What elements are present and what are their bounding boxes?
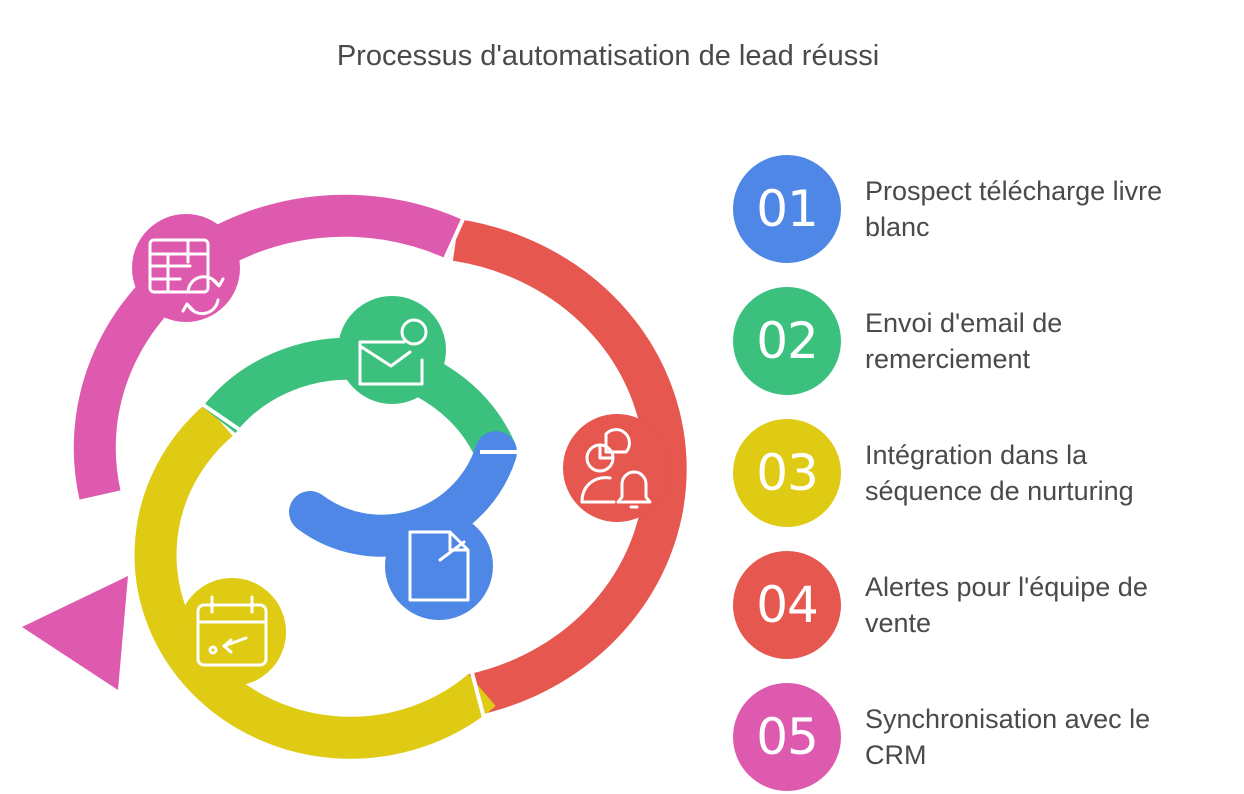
step-04: 04 Alertes pour l'équipe de vente: [733, 550, 1233, 660]
step-number-03: 03: [733, 419, 841, 527]
spiral-arrowhead: [22, 576, 128, 690]
step-label-05: Synchronisation avec le CRM: [865, 704, 1151, 770]
step-01: 01 Prospect télécharge livre blanc: [733, 154, 1233, 264]
email-notification-icon: [358, 318, 428, 386]
step-05: 05 Synchronisation avec le CRM: [733, 682, 1233, 792]
user-chart-bell-icon: [580, 428, 652, 509]
step-number-02: 02: [733, 287, 841, 395]
step-label-01: Prospect télécharge livre blanc: [865, 176, 1163, 242]
diagram-title: Processus d'automatisation de lead réuss…: [336, 40, 880, 72]
table-sync-icon: [148, 238, 225, 316]
node-sales-alert: [563, 414, 671, 522]
spiral-diagram: [22, 194, 687, 759]
node-document: [385, 512, 493, 620]
node-table-sync: [132, 214, 240, 322]
step-number-04: 04: [733, 551, 841, 659]
document-icon: [408, 530, 470, 602]
node-email: [338, 296, 446, 404]
node-calendar: [178, 578, 286, 686]
step-label-03: Intégration dans la séquence de nurturin…: [865, 440, 1134, 506]
calendar-icon: [196, 595, 268, 667]
step-03: 03 Intégration dans la séquence de nurtu…: [733, 418, 1233, 528]
step-number-01: 01: [733, 155, 841, 263]
step-label-02: Envoi d'email de remerciement: [865, 308, 1063, 374]
step-02: 02 Envoi d'email de remerciement: [733, 286, 1233, 396]
step-number-05: 05: [733, 683, 841, 791]
step-label-04: Alertes pour l'équipe de vente: [865, 572, 1148, 638]
